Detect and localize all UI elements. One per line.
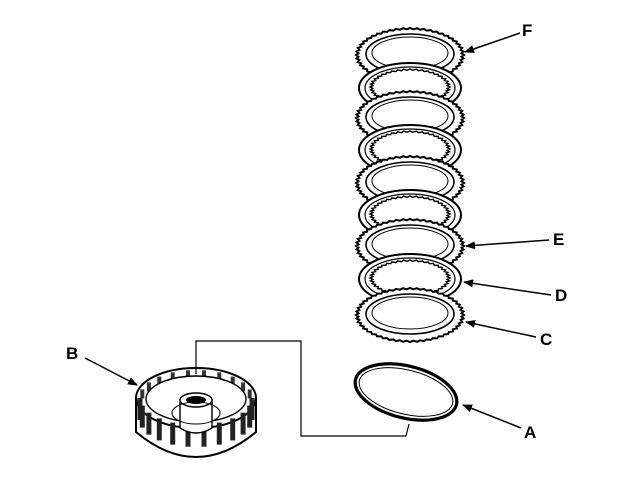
drum-slot <box>202 370 206 380</box>
drum-slot <box>156 418 162 441</box>
drum-slot <box>217 372 222 382</box>
leader-arrow-a <box>462 404 522 429</box>
drum-slot <box>157 376 162 386</box>
drum-slot <box>247 405 253 428</box>
drum-slot <box>186 370 190 380</box>
drum-slot <box>170 372 175 382</box>
drum-slot <box>230 418 236 441</box>
drum-slot <box>170 422 176 445</box>
leader-arrow-f <box>464 32 521 53</box>
clutch-plate-stack <box>354 26 466 344</box>
drum-slot <box>140 389 145 399</box>
drum-slot <box>240 412 246 435</box>
o-ring-part <box>353 362 459 422</box>
assembly-line <box>195 340 410 437</box>
drum-slot <box>146 382 151 392</box>
drum-slot <box>247 389 252 399</box>
leader-arrow-d <box>463 279 552 296</box>
drum-slot <box>216 422 222 445</box>
callout-label-b: B <box>66 344 79 363</box>
callout-label-e: E <box>553 230 565 249</box>
clutch-plate <box>354 286 466 344</box>
clutch-drum-part <box>135 367 257 458</box>
drum-slot <box>146 412 152 435</box>
callout-label-c: C <box>540 330 553 349</box>
callout-label-d: D <box>555 286 568 305</box>
callout-label-a: A <box>524 423 537 442</box>
drum-slot <box>185 424 191 447</box>
drum-slot <box>241 382 246 392</box>
drum-slot <box>137 398 143 420</box>
leader-arrow-b <box>84 357 138 386</box>
leader-arrow-c <box>465 319 537 338</box>
leader-arrow-e <box>465 239 550 250</box>
drum-slot <box>201 424 207 447</box>
callout-label-f: F <box>522 21 533 40</box>
drum-slot <box>230 376 235 386</box>
